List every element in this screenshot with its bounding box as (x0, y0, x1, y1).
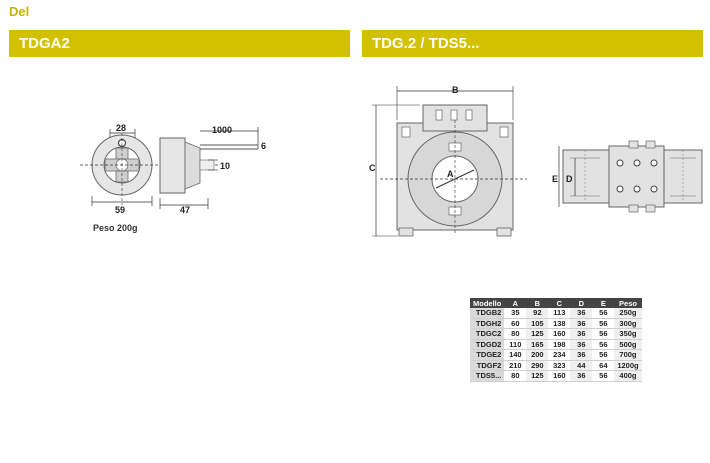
cell-e: 56 (592, 339, 615, 350)
cell-peso: 250g (614, 308, 642, 319)
table-row: TDGC2 80 125 160 36 56 350g (470, 328, 642, 340)
cell-c: 198 (548, 339, 571, 350)
dim-10: 10 (220, 161, 230, 171)
table-row: TDGE2 140 200 234 36 56 700g (470, 349, 642, 361)
table-row: TDS5... 80 125 160 36 56 400g (470, 370, 642, 382)
cell-c: 160 (548, 328, 571, 340)
tdga2-front-view (80, 128, 165, 205)
tdg2-front-view (380, 104, 527, 237)
section-header-tdg2-tds5: TDG.2 / TDS5... (362, 30, 703, 57)
cell-peso: 500g (614, 339, 642, 350)
cell-peso: 300g (614, 318, 642, 329)
cell-d: 36 (570, 370, 593, 382)
dim-28: 28 (116, 123, 126, 133)
table-header-row: Modello A B C D E Peso (470, 298, 642, 308)
cell-c: 234 (548, 349, 571, 361)
cell-c: 138 (548, 318, 571, 329)
cell-a: 140 (504, 349, 527, 361)
cell-modello: TDGD2 (470, 339, 505, 350)
dim-d: D (566, 174, 573, 184)
cell-modello: TDS5... (470, 370, 505, 382)
cell-e: 56 (592, 308, 615, 319)
table-row: TDGB2 35 92 113 36 56 250g (470, 308, 642, 319)
cell-d: 36 (570, 349, 593, 361)
cell-d: 36 (570, 328, 593, 340)
cell-peso: 1200g (614, 360, 642, 371)
col-header-a: A (504, 298, 527, 308)
cell-modello: TDGB2 (470, 308, 505, 319)
dim-b: B (452, 85, 459, 95)
cell-e: 64 (592, 360, 615, 371)
weight-label: Peso 200g (93, 223, 138, 233)
section-header-tdga2: TDGA2 (9, 30, 350, 57)
cell-peso: 700g (614, 349, 642, 361)
table-row: TDGH2 60 105 138 36 56 300g (470, 318, 642, 329)
cell-e: 56 (592, 328, 615, 340)
dim-47: 47 (180, 205, 190, 215)
cell-e: 56 (592, 349, 615, 361)
cell-modello: TDGE2 (470, 349, 505, 361)
dim-c: C (369, 163, 376, 173)
tdga2-side-view (159, 137, 258, 194)
cell-b: 125 (526, 370, 549, 382)
col-header-peso: Peso (614, 298, 642, 308)
cell-a: 110 (504, 339, 527, 350)
brand-logo: Del (9, 4, 30, 19)
col-header-modello: Modello (470, 298, 505, 308)
cell-c: 113 (548, 308, 571, 319)
cell-a: 80 (504, 370, 527, 382)
cell-a: 210 (504, 360, 527, 371)
col-header-b: B (526, 298, 549, 308)
dim-1000: 1000 (212, 125, 232, 135)
cell-d: 36 (570, 339, 593, 350)
dim-e: E (552, 174, 558, 184)
cell-d: 36 (570, 318, 593, 329)
dim-59: 59 (115, 205, 125, 215)
cell-d: 36 (570, 308, 593, 319)
col-header-c: C (548, 298, 571, 308)
cell-b: 200 (526, 349, 549, 361)
cell-b: 165 (526, 339, 549, 350)
table-row: TDGD2 110 165 198 36 56 500g (470, 339, 642, 350)
tdg2-side-view (562, 140, 703, 213)
dim-6: 6 (261, 141, 266, 151)
cell-peso: 350g (614, 328, 642, 340)
cell-b: 105 (526, 318, 549, 329)
spec-table: Modello A B C D E Peso TDGB2 35 92 113 3… (470, 298, 642, 382)
cell-e: 56 (592, 370, 615, 382)
cell-modello: TDGC2 (470, 328, 505, 340)
cell-e: 56 (592, 318, 615, 329)
cell-modello: TDGF2 (470, 360, 505, 371)
table-row: TDGF2 210 290 323 44 64 1200g (470, 360, 642, 371)
cell-b: 290 (526, 360, 549, 371)
dim-a: A (447, 169, 454, 179)
cell-a: 80 (504, 328, 527, 340)
cell-c: 160 (548, 370, 571, 382)
cell-c: 323 (548, 360, 571, 371)
cell-a: 35 (504, 308, 527, 319)
cell-b: 92 (526, 308, 549, 319)
cell-a: 60 (504, 318, 527, 329)
col-header-d: D (570, 298, 593, 308)
cell-b: 125 (526, 328, 549, 340)
cell-d: 44 (570, 360, 593, 371)
cell-modello: TDGH2 (470, 318, 505, 329)
col-header-e: E (592, 298, 615, 308)
cell-peso: 400g (614, 370, 642, 382)
